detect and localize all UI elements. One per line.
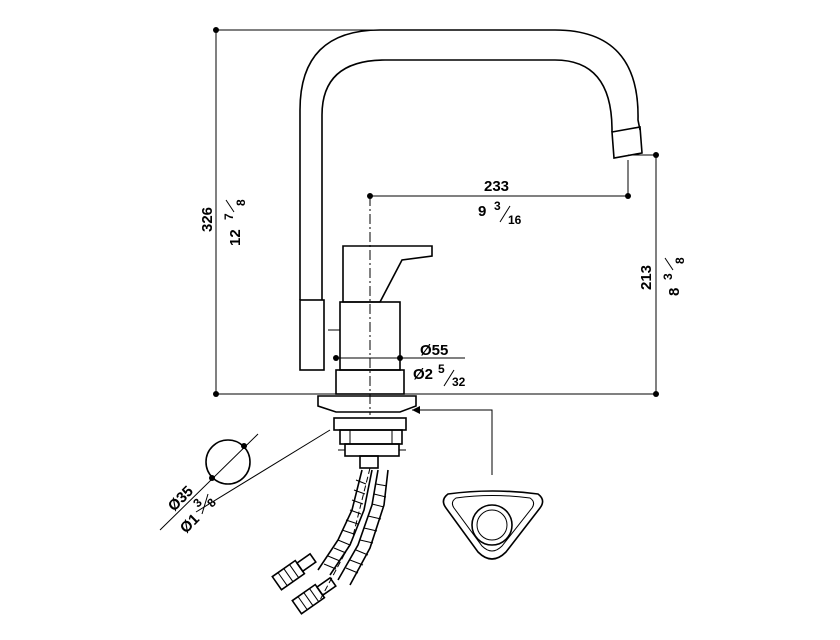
spout-height-inch-whole: 8 <box>666 288 683 296</box>
hole-diameter-inch-whole: Ø1 <box>177 511 203 537</box>
flange-top-view <box>442 490 544 560</box>
base-diameter-inch-num: 5 <box>438 362 445 376</box>
base-diameter-mm: Ø55 <box>420 342 448 359</box>
spout-height-dimension: 213 8 3 8 <box>628 152 687 397</box>
spout-reach-inch-num: 3 <box>494 199 501 213</box>
hole-diameter-inch-den: 8 <box>204 495 219 510</box>
spout-reach-dimension: 233 9 3 16 <box>367 160 631 227</box>
faucet-body <box>299 29 643 415</box>
base-diameter-inch-whole: Ø2 <box>413 366 433 383</box>
spout-reach-inch-den: 16 <box>508 213 522 227</box>
spout-reach-mm: 233 <box>484 178 509 195</box>
spout-height-inch-den: 8 <box>673 257 687 264</box>
hole-diameter-detail <box>159 429 331 531</box>
overall-height-inch-whole: 12 <box>227 229 244 246</box>
spout-height-mm: 213 <box>638 265 655 290</box>
overall-height-inch-num: 7 <box>222 213 236 220</box>
base-diameter-dimension: Ø55 Ø2 5 32 <box>413 342 466 389</box>
overall-height-mm: 326 <box>199 207 216 232</box>
spout-height-inch-num: 3 <box>661 273 675 280</box>
flexible-hoses <box>271 467 389 615</box>
overall-height-inch-den: 8 <box>234 199 248 206</box>
hole-diameter-labels: Ø35 Ø1 3 8 <box>165 483 219 537</box>
spout-reach-inch-whole: 9 <box>478 203 486 220</box>
overall-height-dimension: 326 12 7 8 <box>199 27 380 397</box>
base-diameter-inch-den: 32 <box>452 375 466 389</box>
mounting-assembly <box>317 395 493 475</box>
